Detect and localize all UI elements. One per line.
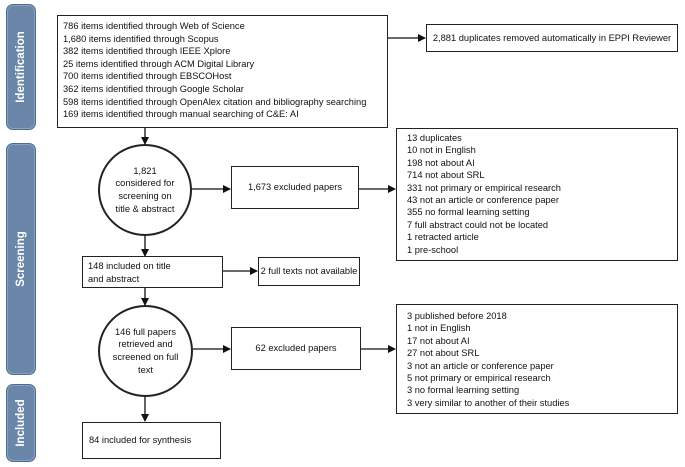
reason-line: 355 no formal learning setting	[407, 207, 530, 218]
reason-line: 27 not about SRL	[407, 348, 480, 359]
reason-line: 13 duplicates	[407, 133, 462, 143]
circle-line: considered for	[115, 178, 175, 189]
source-line: 598 items identified through OpenAlex ci…	[63, 96, 367, 107]
reason-line: 3 published before 2018	[407, 311, 507, 321]
reason-line: 10 not in English	[407, 145, 476, 156]
excluded-title-abstract-text: 1,673 excluded papers	[247, 182, 343, 193]
source-line: 169 items identified through manual sear…	[63, 109, 299, 120]
identification-sources-box: 786 items identified through Web of Scie…	[57, 15, 388, 128]
full-text-screening-circle: 146 full papers retrieved and screened o…	[98, 305, 193, 397]
phase-identification: Identification	[6, 4, 36, 130]
circle-line: retrieved and	[118, 339, 173, 350]
reason-line: 7 full abstract could not be located	[407, 219, 549, 230]
reason-line: 17 not about AI	[407, 335, 470, 346]
reason-line: 198 not about AI	[407, 157, 475, 168]
circle-line: screening on	[118, 191, 172, 201]
exclusion-reasons-full-text-box: 3 published before 2018 1 not in English…	[396, 304, 678, 414]
reason-line: 1 retracted article	[407, 232, 479, 243]
included-title-abstract-box: 148 included on title and abstract	[82, 256, 223, 288]
reason-line: 331 not primary or empirical research	[407, 182, 561, 193]
source-line: 362 items identified through Google Scho…	[63, 83, 244, 94]
source-line: 700 items identified through EBSCOHost	[63, 71, 232, 82]
excluded-title-abstract-box: 1,673 excluded papers	[231, 166, 359, 209]
duplicates-removed-box: 2,881 duplicates removed automatically i…	[426, 24, 678, 52]
reason-line: 43 not an article or conference paper	[407, 195, 559, 206]
included-synthesis-box: 84 included for synthesis	[82, 422, 221, 459]
included-line: 148 included on title	[88, 261, 171, 271]
source-line: 25 items identified through ACM Digital …	[63, 58, 255, 69]
included-synthesis-text: 84 included for synthesis	[89, 435, 192, 446]
phase-screening: Screening	[6, 143, 36, 375]
circle-line: 1,821	[133, 165, 157, 176]
source-line: 1,680 items identified through Scopus	[63, 33, 219, 44]
excluded-full-text-text: 62 excluded papers	[255, 343, 337, 354]
reason-line: 3 no formal learning setting	[407, 385, 520, 396]
circle-line: screened on full	[112, 352, 179, 362]
reason-line: 1 pre-school	[407, 244, 459, 255]
duplicates-removed-text: 2,881 duplicates removed automatically i…	[432, 32, 672, 43]
exclusion-reasons-title-abstract-box: 13 duplicates 10 not in English 198 not …	[396, 128, 678, 261]
reason-line: 1 not in English	[407, 323, 471, 334]
full-texts-unavailable-box: 2 full texts not available	[258, 257, 360, 286]
circle-line: 146 full papers	[115, 326, 176, 337]
circle-line: text	[138, 364, 153, 375]
phase-included: Included	[6, 384, 36, 462]
reason-line: 714 not about SRL	[407, 170, 485, 181]
full-texts-unavailable-text: 2 full texts not available	[260, 266, 358, 277]
title-abstract-screening-circle: 1,821 considered for screening on title …	[98, 144, 192, 236]
reason-line: 3 not an article or conference paper	[407, 360, 554, 371]
reason-line: 3 very similar to another of their studi…	[407, 397, 570, 408]
source-line: 786 items identified through Web of Scie…	[63, 21, 245, 31]
included-line: and abstract	[88, 273, 140, 284]
source-line: 382 items identified through IEEE Xplore	[63, 46, 231, 57]
reason-line: 5 not primary or empirical research	[407, 373, 551, 384]
excluded-full-text-box: 62 excluded papers	[231, 327, 361, 370]
circle-line: title & abstract	[115, 203, 175, 214]
